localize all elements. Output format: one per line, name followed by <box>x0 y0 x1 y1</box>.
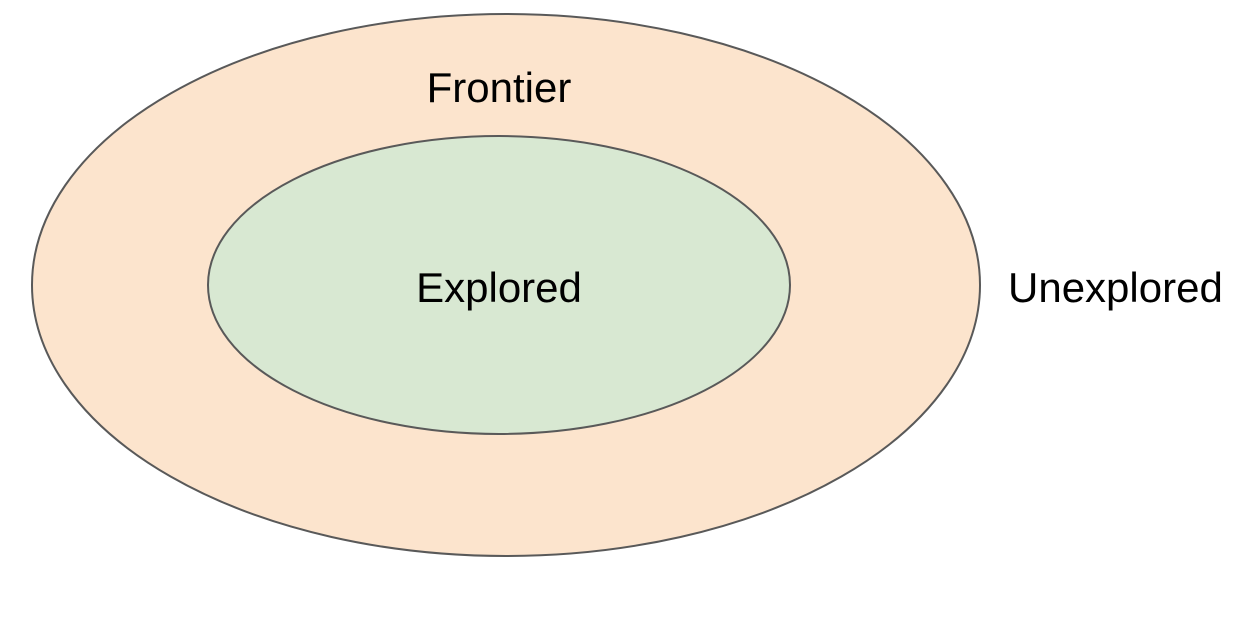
unexplored-label: Unexplored <box>1008 264 1223 311</box>
frontier-label: Frontier <box>427 64 572 111</box>
explored-region-ellipse <box>207 135 791 435</box>
explored-label: Explored <box>416 264 582 311</box>
